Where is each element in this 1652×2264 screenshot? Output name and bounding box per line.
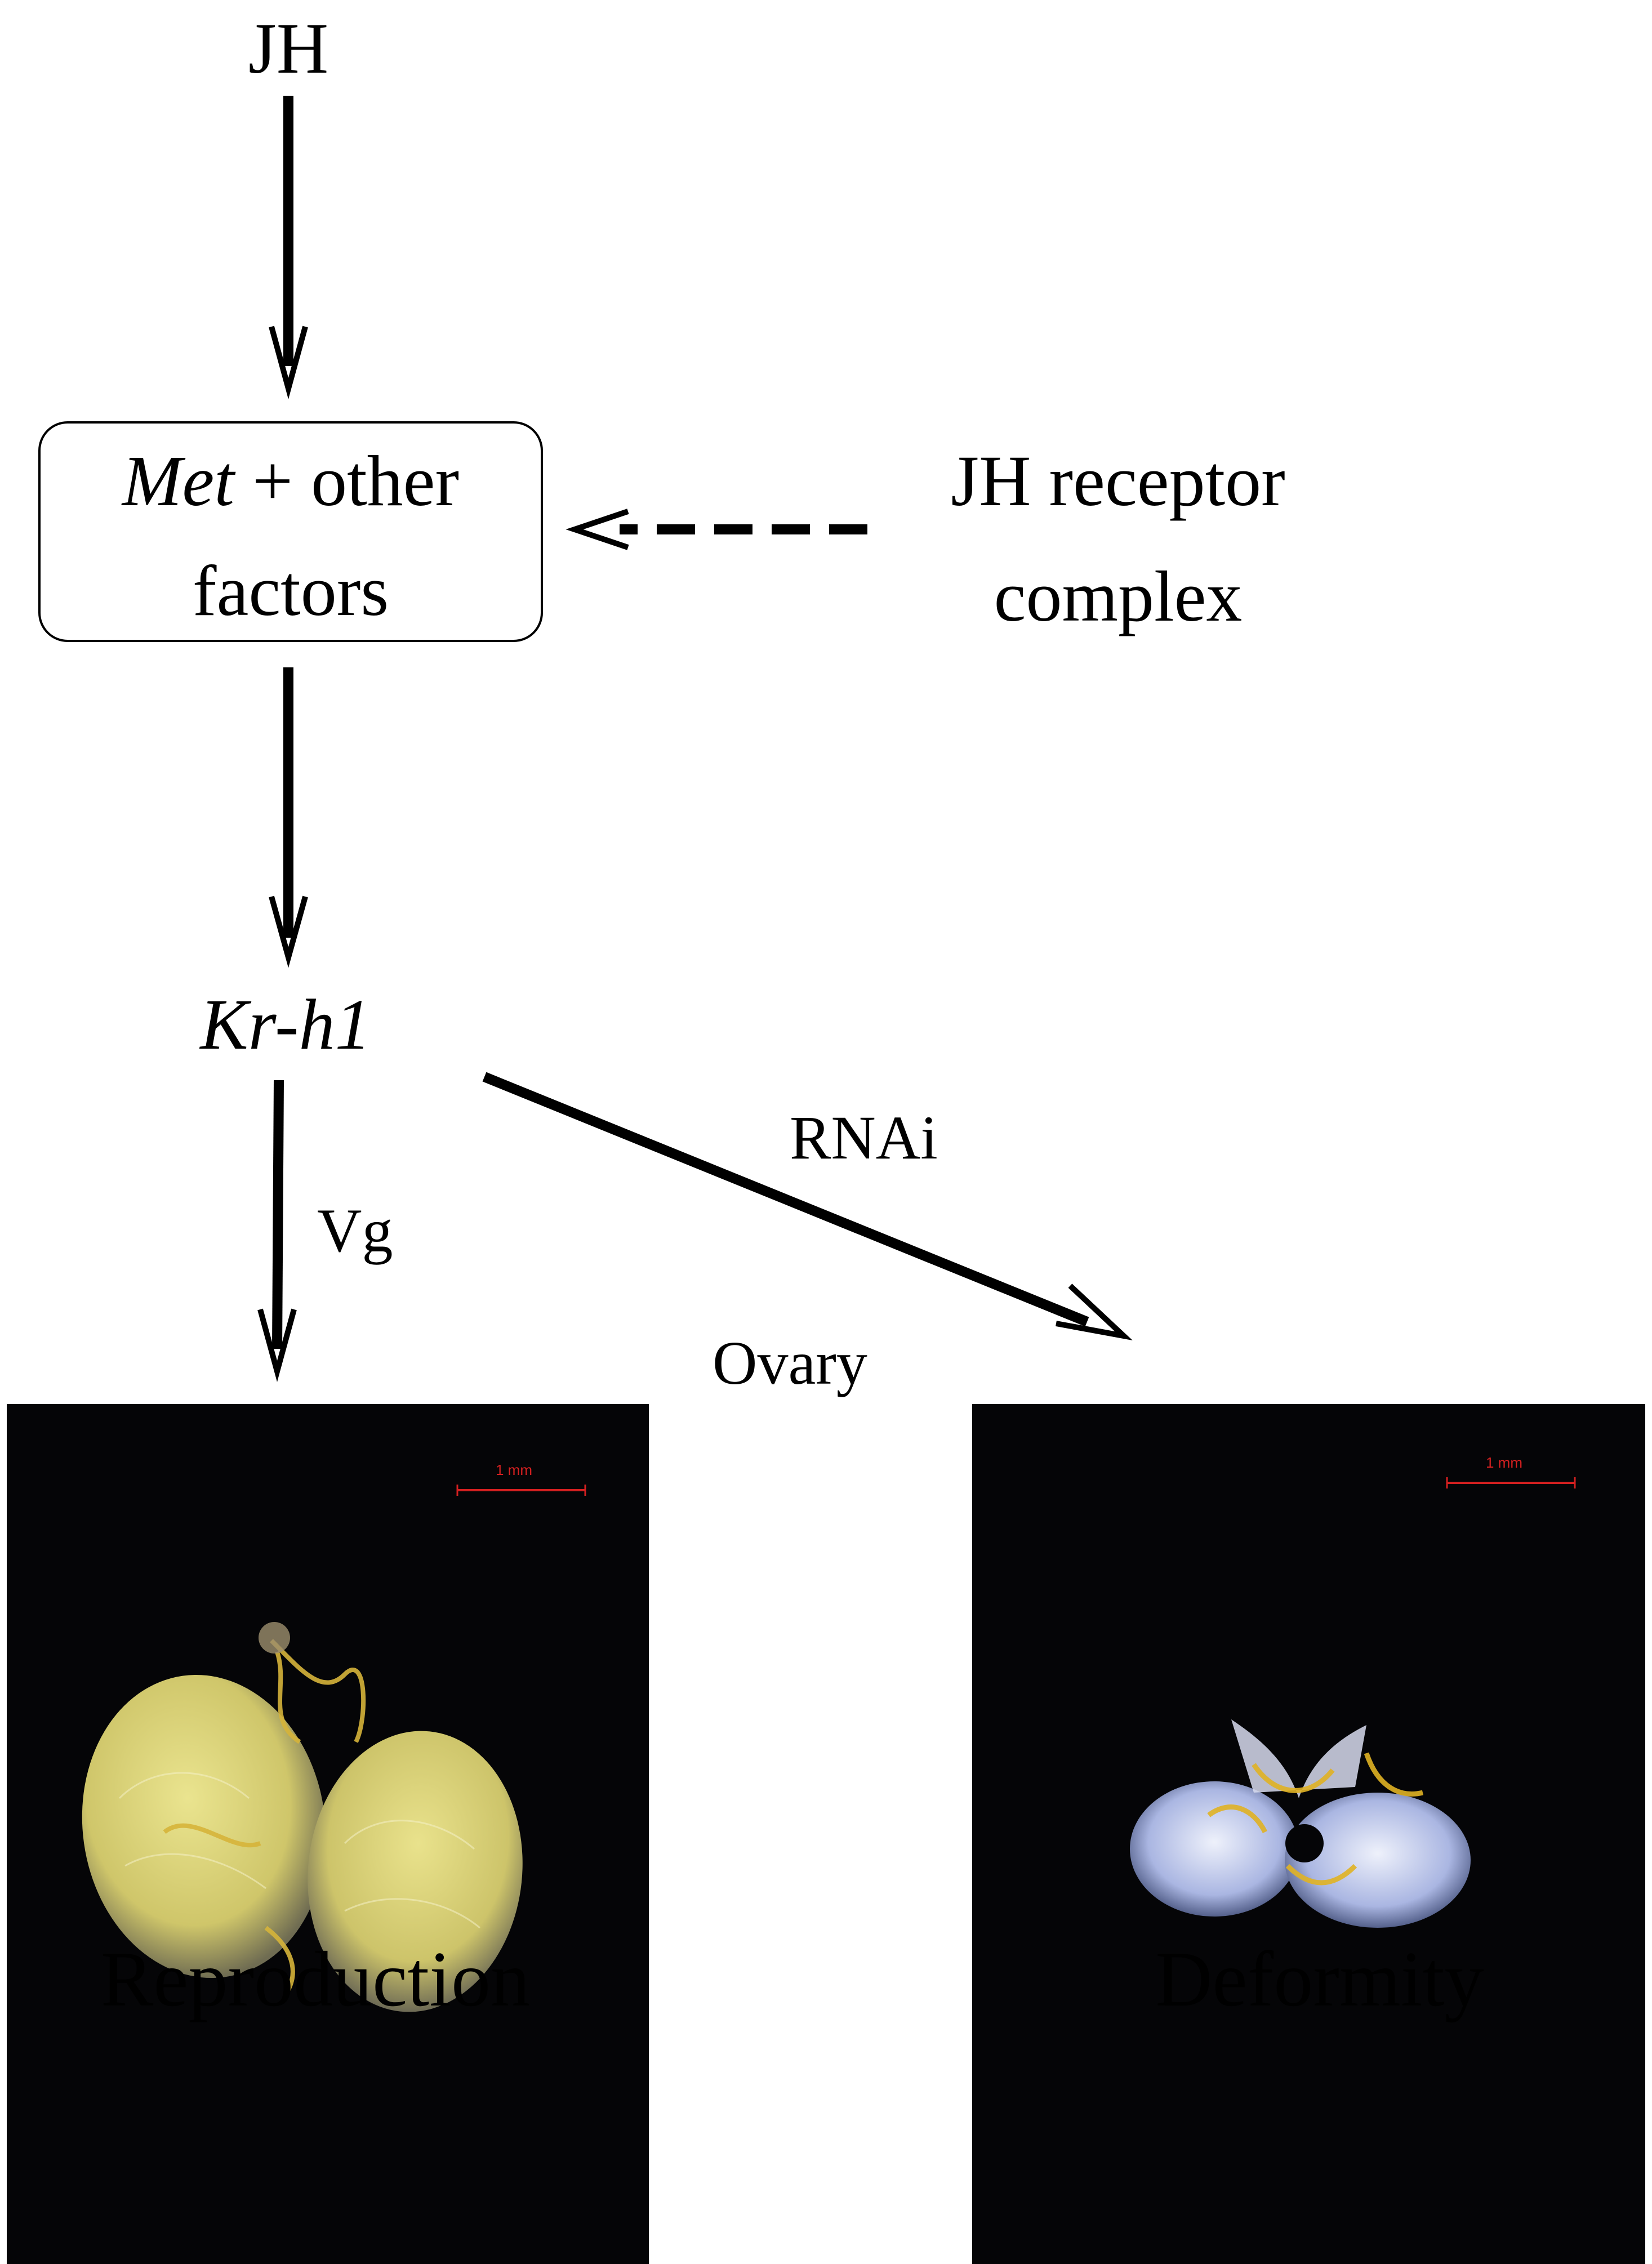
arrowhead-met-to-krh1	[269, 895, 308, 968]
ovary-right-lobe	[308, 1731, 523, 2012]
arrow-krh1-to-reproduction	[272, 1080, 284, 1349]
scale-label-left: 1 mm	[496, 1461, 532, 1478]
node-met-box	[38, 421, 543, 642]
node-met-line1: Met + other	[122, 445, 459, 517]
node-receptor-line1: JH receptor	[951, 441, 1285, 521]
outcome-reproduction: Reproduction	[100, 1936, 531, 2023]
scale-label-right: 1 mm	[1486, 1454, 1522, 1471]
outcome-deformity: Deformity	[1155, 1936, 1484, 2023]
arrowhead-jh-to-met	[269, 326, 308, 400]
diagram-arrows	[257, 96, 1133, 1383]
node-krh1: Kr-h1	[200, 984, 371, 1064]
ovary-photo-deformed: 1 mm	[972, 1404, 1645, 2264]
label-vg: Vg	[317, 1196, 393, 1265]
label-ovary: Ovary	[713, 1329, 867, 1397]
arrowhead-receptor-to-met	[565, 509, 629, 550]
arrowhead-krh1-to-reproduction	[257, 1308, 297, 1383]
ovary-photo-normal: 1 mm	[7, 1404, 649, 2264]
node-receptor-line2: complex	[994, 556, 1243, 636]
met-rest-text: + other	[234, 441, 460, 521]
arrow-krh1-to-deformity	[482, 1072, 1089, 1327]
node-jh: JH	[248, 8, 329, 88]
node-met-line2: factors	[192, 551, 389, 631]
label-rnai: RNAi	[790, 1103, 938, 1172]
met-gene-name: Met	[122, 441, 234, 521]
deformed-right-lobe	[1285, 1793, 1471, 1928]
deformed-left-lobe	[1130, 1781, 1299, 1917]
ovary-left-lobe	[82, 1674, 326, 1978]
arrowhead-krh1-to-deformity	[1056, 1283, 1133, 1340]
